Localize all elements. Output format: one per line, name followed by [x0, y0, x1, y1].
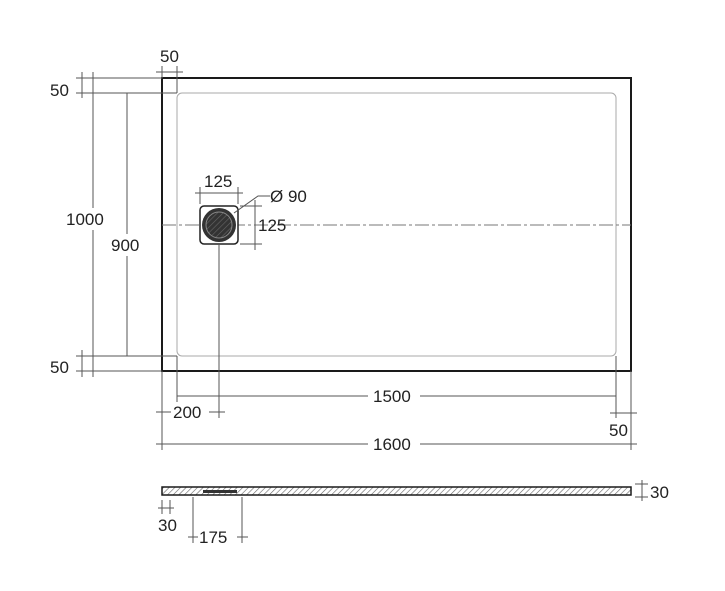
label: 30	[650, 483, 669, 502]
dim-top-margin: 50	[156, 47, 183, 93]
dim-drain-box-width: 125	[195, 172, 243, 204]
label: 175	[199, 528, 227, 547]
dim-overall-length: 1600	[156, 434, 637, 454]
label: Ø 90	[270, 187, 307, 206]
label: 30	[158, 516, 177, 535]
label: 900	[111, 236, 139, 255]
label: 50	[609, 421, 628, 440]
dim-left-bottom-margin: 50	[50, 350, 177, 377]
label: 50	[50, 358, 69, 377]
dim-section-edge: 30	[158, 500, 177, 535]
label: 125	[258, 216, 286, 235]
dim-right-margin: 50	[609, 412, 637, 440]
section-view	[161, 486, 632, 496]
label: 200	[173, 403, 201, 422]
dim-inner-length: 1500	[177, 386, 616, 406]
dim-drain-channel: 175	[188, 497, 248, 547]
drain	[199, 205, 239, 245]
dim-overall-width: 1000	[64, 72, 110, 377]
label: 1500	[373, 387, 411, 406]
dim-left-top-margin: 50	[50, 72, 177, 100]
dim-inner-width: 900	[110, 93, 146, 356]
dim-drain-box-height: 125	[240, 200, 286, 250]
label: 50	[160, 47, 179, 66]
dim-section-thickness: 30	[635, 480, 669, 502]
dim-drain-offset: 200	[156, 403, 225, 423]
label: 125	[204, 172, 232, 191]
dim-drain-diameter: Ø 90	[233, 187, 307, 214]
label: 50	[50, 81, 69, 100]
label: 1600	[373, 435, 411, 454]
label: 1000	[66, 210, 104, 229]
